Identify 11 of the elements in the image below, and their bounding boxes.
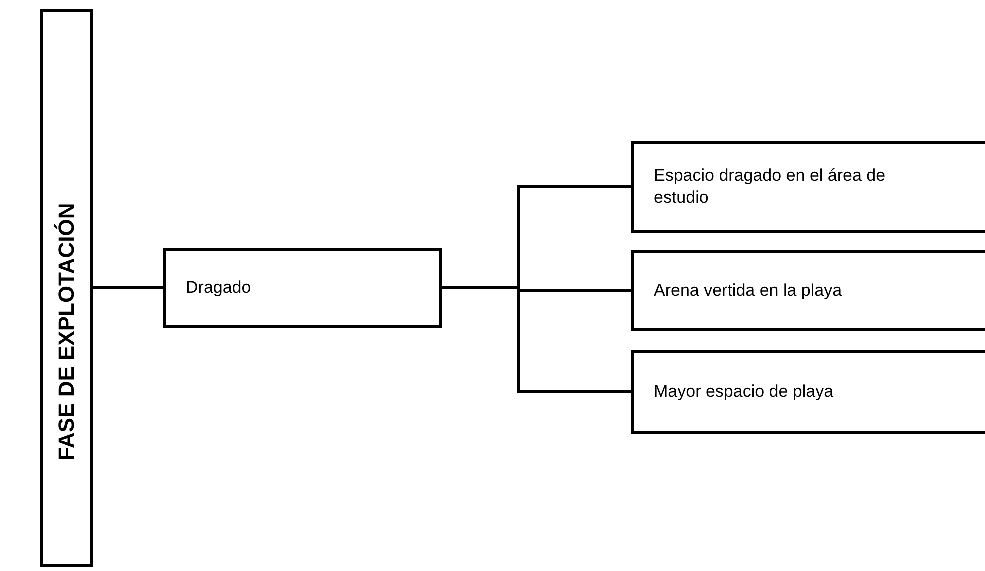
- effect-label: Arena vertida en la playa: [654, 280, 844, 302]
- phase-box: [40, 9, 93, 567]
- phase-title: FASE DE EXPLOTACIÓN: [56, 203, 78, 461]
- action-box: [163, 248, 442, 328]
- connector-line: [93, 286, 163, 290]
- effect-box: [631, 350, 985, 434]
- action-label: Dragado: [186, 277, 252, 299]
- effect-box: [631, 141, 985, 233]
- effect-label: Espacio dragado en el área de estudio: [654, 165, 887, 209]
- effect-label: Mayor espacio de playa: [654, 381, 835, 403]
- effect-box: [631, 250, 985, 331]
